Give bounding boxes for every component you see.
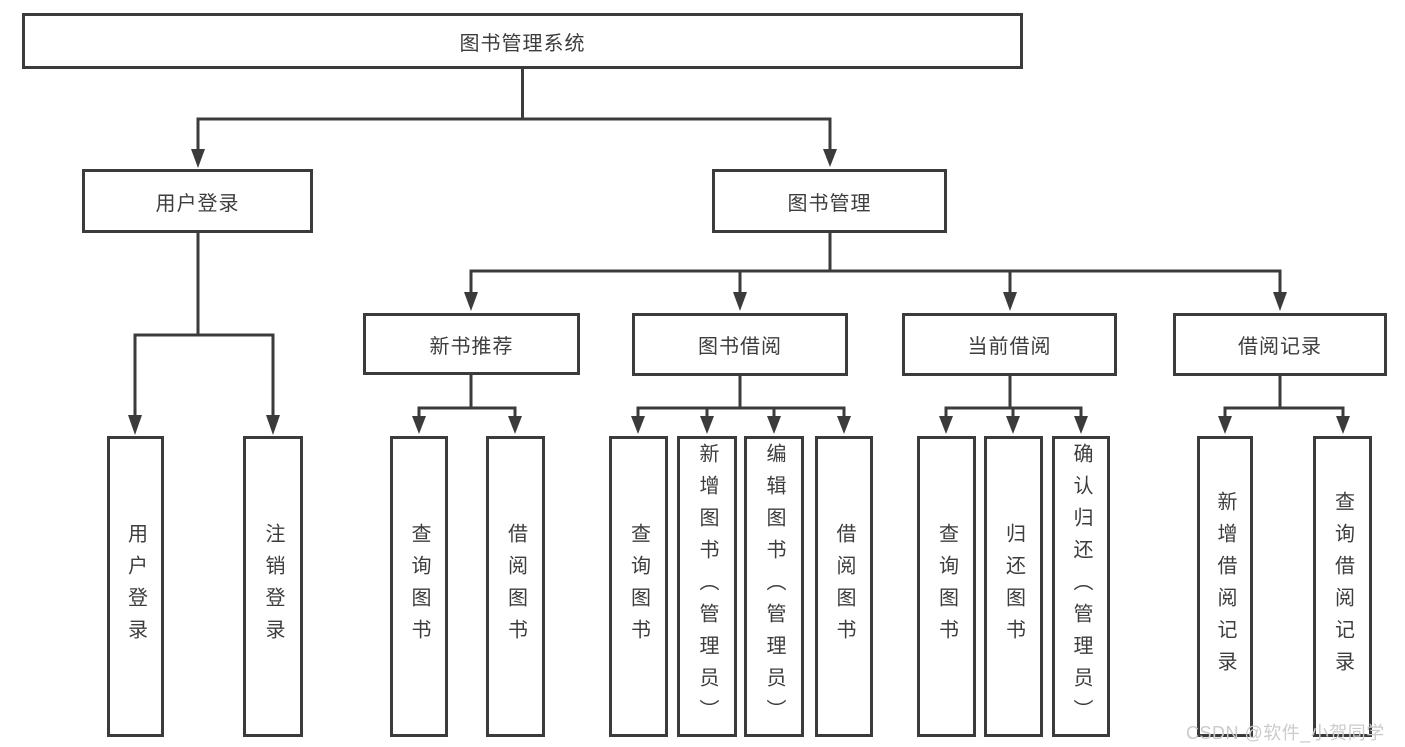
leaf-confirm-return-admin-label: 确认归还（管理员）	[1070, 442, 1092, 731]
leaf-user-login-label: 用户登录	[124, 522, 147, 651]
node-user-login-branch: 用户登录	[82, 169, 313, 233]
leaf-borrow-books-recommend-label: 借阅图书	[504, 522, 527, 651]
leaf-add-borrow-record-label: 新增借阅记录	[1214, 490, 1236, 683]
leaf-edit-book-admin: 编辑图书（管理员）	[744, 436, 804, 737]
leaf-borrow-books-recommend: 借阅图书	[486, 436, 545, 737]
leaf-add-borrow-record: 新增借阅记录	[1197, 436, 1253, 737]
leaf-query-books-recommend: 查询图书	[390, 436, 448, 737]
leaf-return-books-label: 归还图书	[1002, 522, 1025, 651]
leaf-query-borrow-record-label: 查询借阅记录	[1331, 490, 1354, 683]
node-book-borrow-label: 图书借阅	[698, 336, 782, 358]
node-borrow-records-label: 借阅记录	[1238, 336, 1322, 358]
leaf-query-books-borrow: 查询图书	[609, 436, 668, 737]
node-new-book-recommend-label: 新书推荐	[429, 335, 514, 358]
leaf-confirm-return-admin: 确认归还（管理员）	[1052, 436, 1110, 737]
leaf-return-books: 归还图书	[984, 436, 1043, 737]
leaf-query-borrow-record: 查询借阅记录	[1313, 436, 1372, 737]
leaf-borrow-books: 借阅图书	[815, 436, 873, 737]
csdn-watermark: CSDN @软件_小贺同学	[1186, 723, 1385, 743]
node-book-management-label: 图书管理	[787, 192, 872, 215]
node-book-management-branch: 图书管理	[712, 169, 947, 233]
leaf-add-book-admin: 新增图书（管理员）	[677, 436, 737, 737]
leaf-user-login: 用户登录	[107, 436, 164, 737]
leaf-borrow-books-label: 借阅图书	[833, 522, 855, 651]
node-new-book-recommend: 新书推荐	[363, 313, 580, 375]
node-borrow-records: 借阅记录	[1173, 313, 1387, 376]
leaf-logout: 注销登录	[243, 436, 303, 737]
leaf-query-books-borrow-label: 查询图书	[627, 522, 650, 651]
node-user-login-label: 用户登录	[155, 192, 240, 215]
leaf-add-book-admin-label: 新增图书（管理员）	[696, 442, 718, 731]
leaf-query-books-current-label: 查询图书	[935, 522, 958, 651]
leaf-query-books-current: 查询图书	[917, 436, 976, 737]
leaf-logout-label: 注销登录	[262, 522, 284, 651]
node-current-borrow: 当前借阅	[902, 313, 1117, 376]
node-book-borrow: 图书借阅	[632, 313, 848, 376]
node-current-borrow-label: 当前借阅	[967, 336, 1052, 358]
node-root-library-system: 图书管理系统	[22, 13, 1023, 69]
leaf-edit-book-admin-label: 编辑图书（管理员）	[763, 442, 785, 731]
leaf-query-books-recommend-label: 查询图书	[408, 522, 430, 651]
node-root-label: 图书管理系统	[459, 32, 586, 55]
